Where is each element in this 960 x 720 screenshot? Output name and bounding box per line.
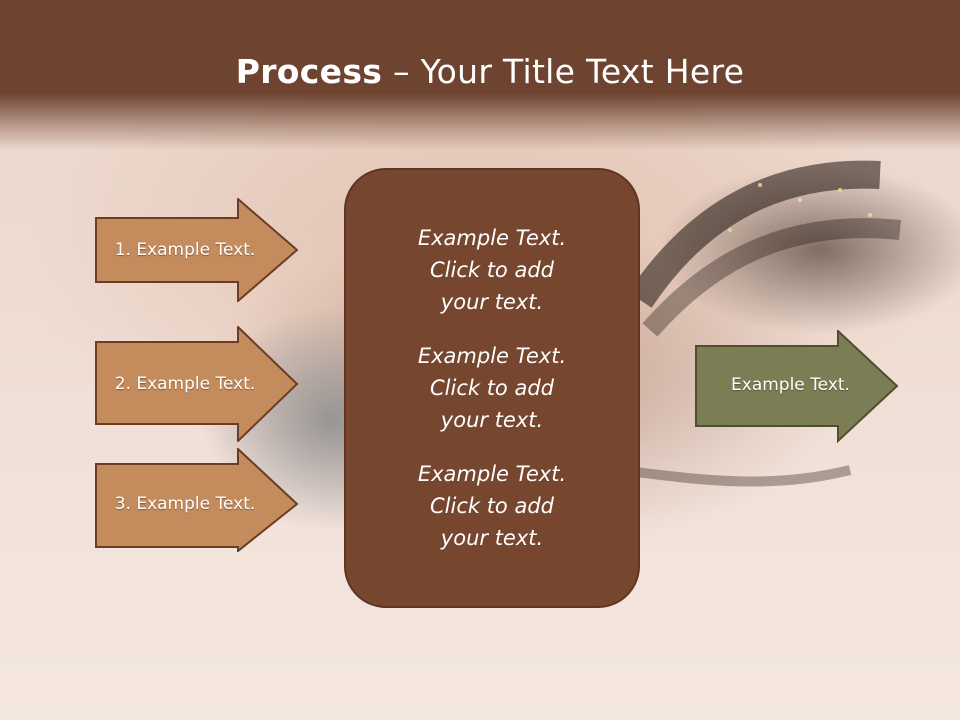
center-text-line: Click to add: [429, 376, 554, 400]
right-arrow-shape: [95, 326, 299, 442]
right-arrow-shape: [95, 448, 299, 552]
center-text-block-3: Example Text. Click to add your text.: [418, 458, 566, 554]
center-text-block-1: Example Text. Click to add your text.: [418, 222, 566, 318]
title-bold: Process: [235, 52, 383, 91]
center-text-line: Example Text.: [417, 462, 567, 486]
step-arrow-3[interactable]: 3. Example Text.: [95, 448, 300, 552]
center-text-line: your text.: [440, 290, 544, 314]
slide-title[interactable]: Process – Your Title Text Here: [0, 52, 960, 91]
right-arrow-shape: [695, 330, 899, 444]
center-text-line: Example Text.: [417, 344, 567, 368]
title-rest: – Your Title Text Here: [382, 52, 745, 91]
step-arrow-label: 1. Example Text.: [114, 240, 256, 260]
output-arrow[interactable]: Example Text.: [695, 330, 900, 444]
step-arrow-label: 2. Example Text.: [114, 374, 256, 394]
right-arrow-shape: [95, 198, 299, 302]
center-text-line: your text.: [440, 526, 544, 550]
title-bar: [0, 0, 960, 150]
output-arrow-label: Example Text.: [731, 375, 850, 395]
step-arrow-2[interactable]: 2. Example Text.: [95, 326, 300, 442]
step-arrow-label: 3. Example Text.: [114, 494, 256, 514]
center-text-line: Click to add: [429, 494, 554, 518]
center-text-line: your text.: [440, 408, 544, 432]
center-text-line: Click to add: [429, 258, 554, 282]
center-text-block-2: Example Text. Click to add your text.: [418, 340, 566, 436]
center-text-line: Example Text.: [417, 226, 567, 250]
center-process-box[interactable]: Example Text. Click to add your text. Ex…: [344, 168, 640, 608]
step-arrow-1[interactable]: 1. Example Text.: [95, 198, 300, 302]
